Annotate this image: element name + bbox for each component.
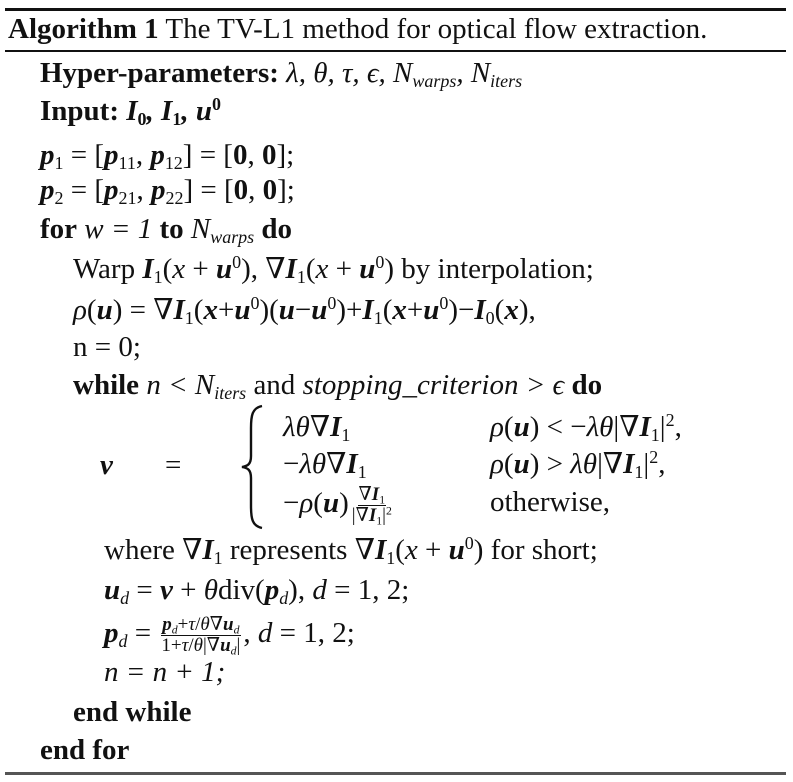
- algorithm-title: The TV-L1 method for optical flow extrac…: [165, 13, 708, 45]
- input-list: I0, I1, u0: [126, 94, 221, 130]
- do-keyword: do: [571, 369, 603, 401]
- hyper-parameters-keyword: Hyper-parameters:: [40, 57, 279, 89]
- input-line: Input: I0, I1, u0: [40, 94, 221, 128]
- case-2-value: −λθ∇I1: [283, 448, 367, 483]
- hyper-parameters-line: Hyper-parameters: λ, θ, τ, ϵ, Nwarps, Ni…: [40, 56, 522, 90]
- rho-line: ρ(u) = ∇I1(x+u0)(u−u0)+I1(x+u0)−I0(x),: [73, 293, 536, 329]
- hyper-parameters-list: λ, θ, τ, ϵ, Nwarps, Niters: [286, 57, 523, 92]
- u-update-line: ud = v + θdiv(pd), d = 1, 2;: [104, 574, 410, 609]
- algorithm-label: Algorithm 1: [8, 13, 159, 45]
- caption-rule: [5, 50, 786, 52]
- bottom-rule: [5, 772, 786, 775]
- case-3-value: −ρ(u)∇I1|∇I1|2: [283, 484, 392, 528]
- v-lhs: v: [100, 449, 113, 481]
- for-keyword: for: [40, 213, 78, 245]
- while-line: while n < Niters and stopping_criterion …: [73, 369, 603, 404]
- case-1-value: λθ∇I1: [283, 411, 351, 446]
- for-line: for w = 1 to Nwarps do: [40, 213, 293, 248]
- case-2-condition: ρ(u) > λθ|∇I1|2,: [490, 447, 666, 483]
- input-keyword: Input:: [40, 95, 119, 127]
- end-for-keyword: end for: [40, 734, 130, 766]
- left-brace-icon: [241, 404, 263, 530]
- end-while-keyword: end while: [73, 696, 192, 728]
- v-equals: =: [165, 449, 182, 481]
- to-keyword: to: [159, 213, 184, 245]
- case-1-condition: ρ(u) < −λθ|∇I1|2,: [490, 410, 682, 446]
- while-keyword: while: [73, 369, 140, 401]
- n-init-line: n = 0;: [73, 331, 141, 363]
- where-line: where ∇I1 represents ∇I1(x + u0) for sho…: [104, 533, 598, 569]
- warp-line: Warp I1(x + u0), ∇I1(x + u0) by interpol…: [73, 252, 594, 288]
- init-p1-line: p1 = [p11, p12] = [0, 0];: [40, 139, 295, 174]
- top-rule: [5, 8, 786, 11]
- case-3-condition: otherwise,: [490, 486, 610, 518]
- do-keyword: do: [261, 213, 293, 245]
- algorithm-caption: Algorithm 1 The TV-L1 method for optical…: [8, 12, 707, 46]
- n-increment-line: n = n + 1;: [104, 656, 226, 688]
- init-p2-line: p2 = [p21, p22] = [0, 0];: [40, 174, 295, 209]
